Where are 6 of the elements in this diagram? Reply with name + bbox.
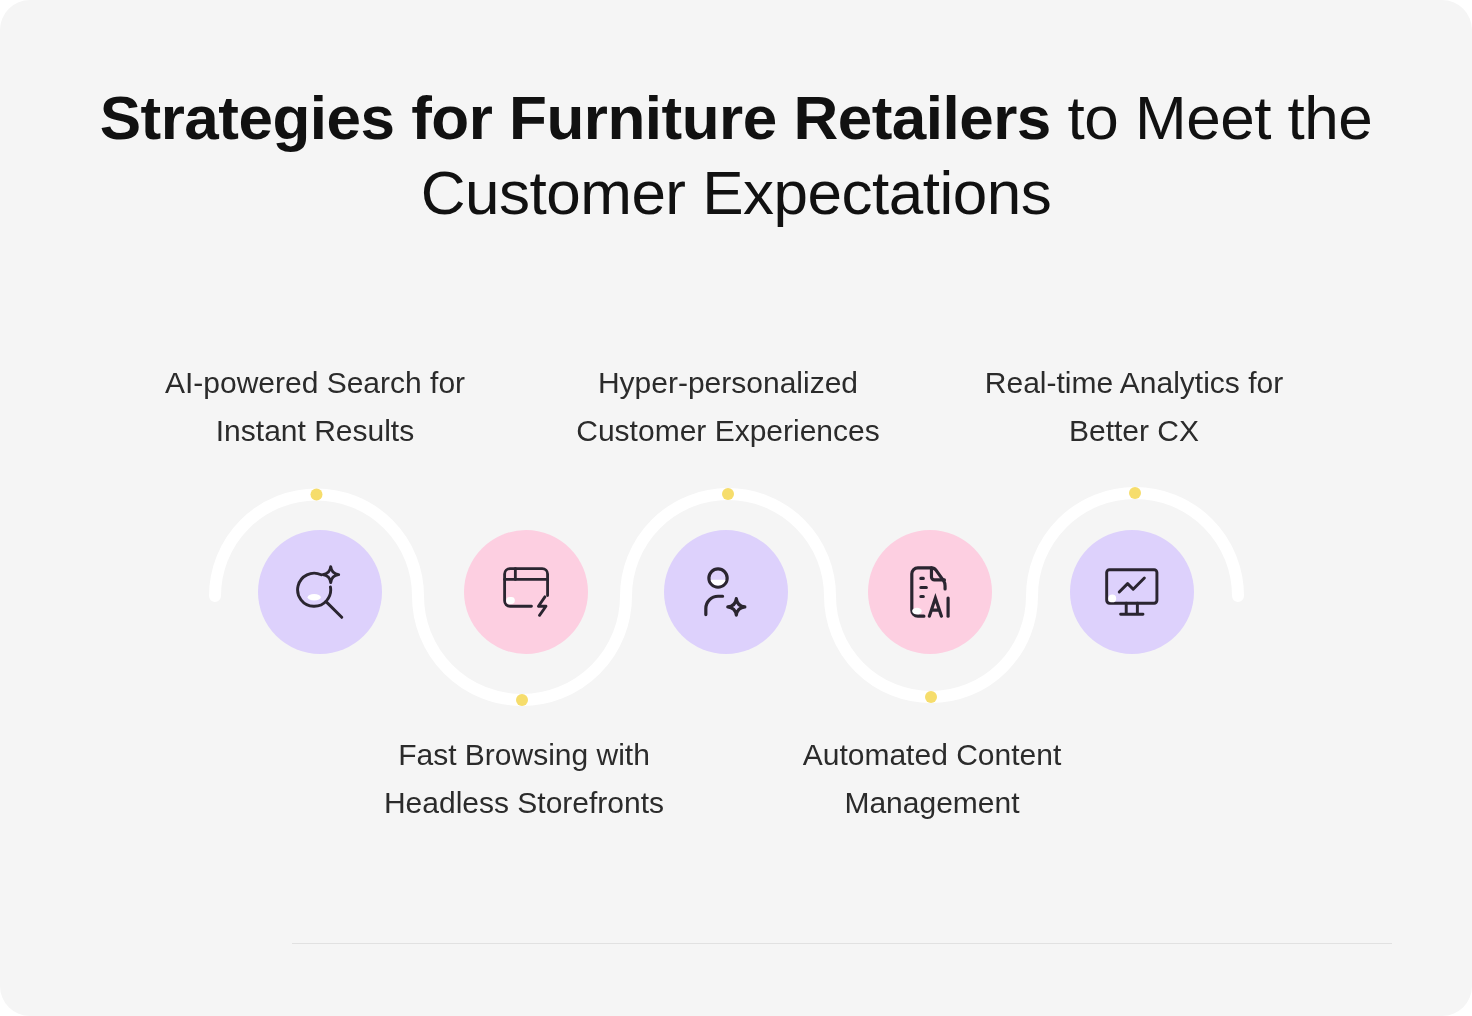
step-label: Hyper-personalized Customer Experiences	[575, 365, 881, 449]
title: Strategies for Furniture Retailers to Meet the Customer Expectations	[98, 82, 1374, 229]
step-label: Real-time Analytics for Better CX	[983, 365, 1285, 449]
step-label: AI-powered Search for Instant Results	[163, 365, 467, 449]
step-label: Automated Content Management	[801, 737, 1063, 821]
step-label: Fast Browsing with Headless Storefronts	[382, 737, 666, 821]
